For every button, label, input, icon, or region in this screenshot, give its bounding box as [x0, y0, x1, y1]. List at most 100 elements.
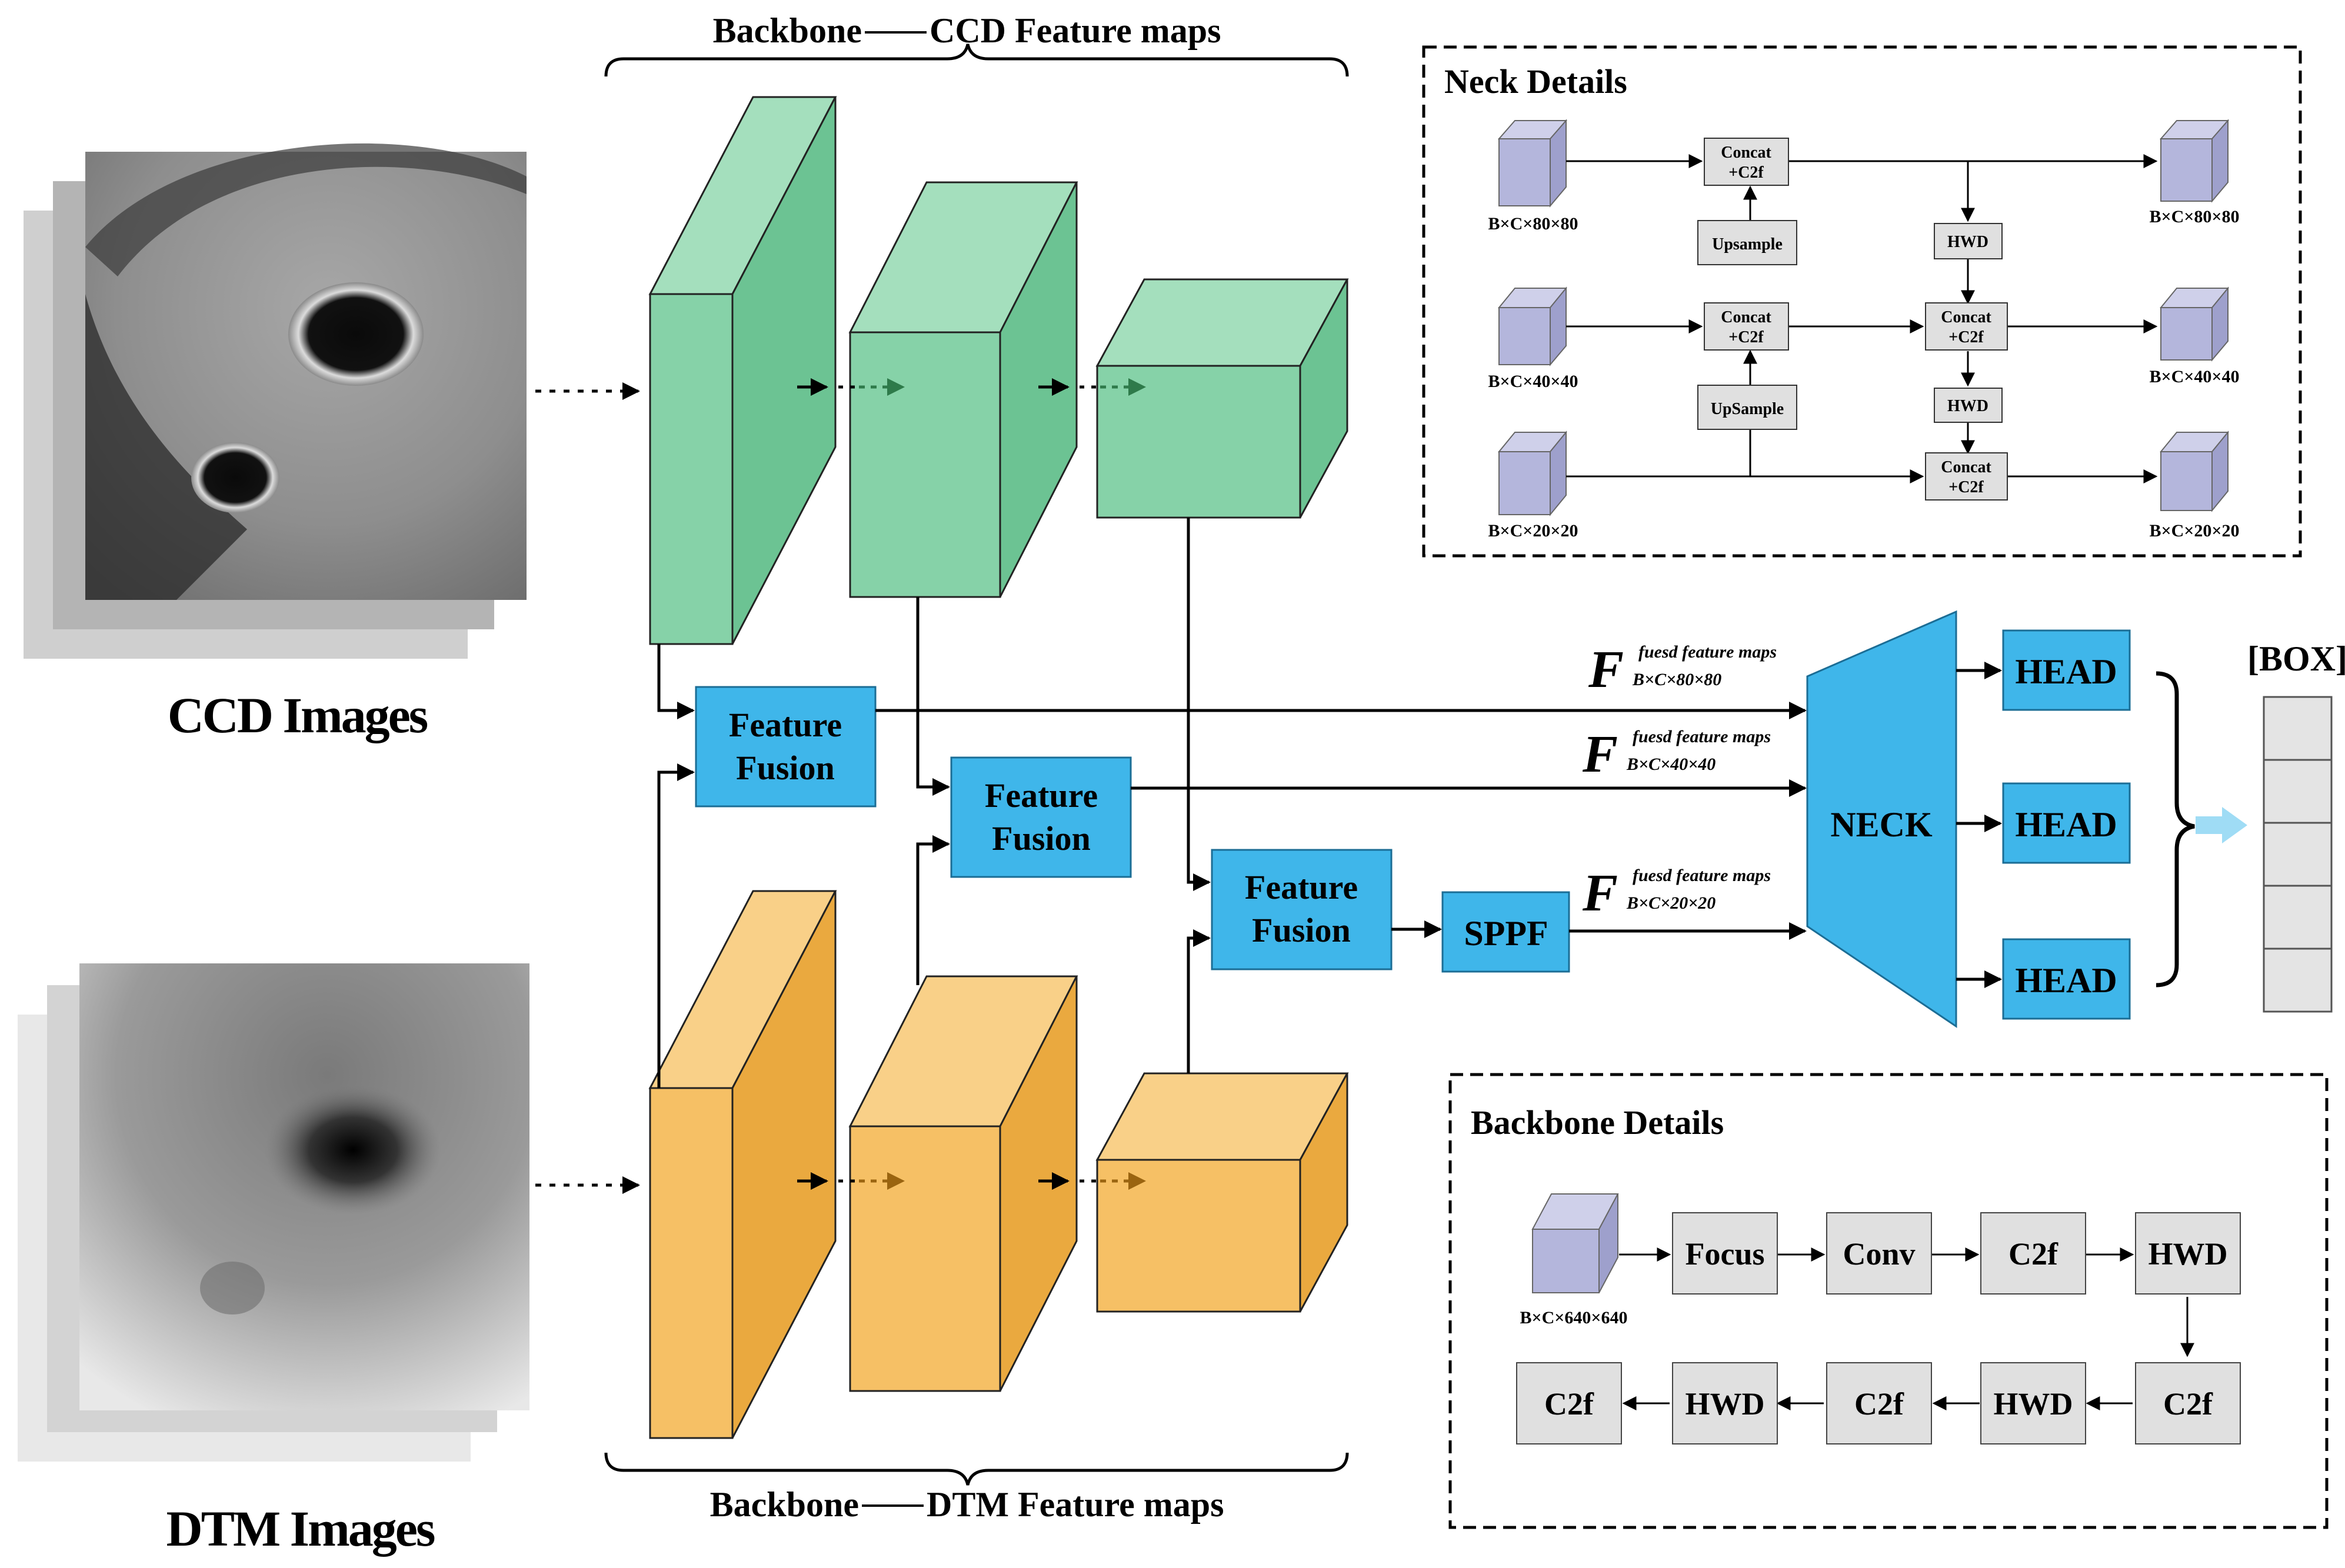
svg-text:Upsample: Upsample [1712, 235, 1783, 253]
svg-text:HWD: HWD [1947, 233, 1988, 251]
svg-text:B×C×20×20: B×C×20×20 [1488, 521, 1578, 541]
backbone-details-panel: Backbone Details B×C×640×640 Focus Conv [1448, 1073, 2329, 1529]
svg-text:B×C×80×80: B×C×80×80 [2150, 207, 2240, 226]
neck-concat-bottom: Concat +C2f [1925, 452, 2008, 501]
backbone-details-title: Backbone Details [1471, 1103, 1724, 1142]
dtm-images-label: DTM Images [166, 1500, 435, 1557]
svg-text:F: F [1582, 725, 1618, 783]
svg-text:Fusion: Fusion [1252, 911, 1351, 949]
svg-text:Feature: Feature [1245, 868, 1358, 906]
svg-text:CCD Feature maps: CCD Feature maps [930, 11, 1221, 50]
neck-cube-out-20 [2159, 431, 2230, 512]
svg-text:Feature: Feature [729, 706, 842, 744]
ccd-feature-map-1 [648, 96, 837, 645]
head-1: HEAD [2002, 629, 2131, 711]
fused-label-40: F fuesd feature maps B×C×40×40 [1582, 725, 1771, 783]
input-arrows [535, 382, 640, 1194]
head-merge-brace [2156, 671, 2195, 987]
svg-text:B×C×40×40: B×C×40×40 [2150, 367, 2240, 386]
backbone-input-cube [1531, 1193, 1619, 1293]
svg-text:F: F [1582, 864, 1618, 922]
neck-hwd-top: HWD [1934, 223, 2003, 259]
svg-text:B×C×40×40: B×C×40×40 [1626, 755, 1716, 774]
neck-concat-mid-left: Concat +C2f [1704, 302, 1789, 351]
neck-upsample-top: Upsample [1697, 220, 1797, 265]
svg-text:Fusion: Fusion [736, 749, 835, 787]
svg-text:Backbone: Backbone [710, 1485, 859, 1524]
svg-text:Fusion: Fusion [992, 819, 1091, 858]
neck-cube-in-40 [1497, 286, 1568, 366]
feature-fusion-3: Feature Fusion [1211, 849, 1393, 970]
ccd-crater-small [191, 442, 279, 513]
svg-text:C2f: C2f [1854, 1386, 1904, 1422]
dtm-backbone-title: Backbone DTM Feature maps [604, 1452, 1349, 1524]
backbone-conv-box [1826, 1212, 1932, 1295]
output-box-stack [2263, 696, 2333, 1013]
svg-text:B×C×80×80: B×C×80×80 [1632, 670, 1721, 689]
backbone-c2f-box-5 [1516, 1362, 1622, 1444]
dtm-image-stack [18, 963, 529, 1462]
neck-concat-top: Concat +C2f [1704, 138, 1789, 186]
fused-arrows [875, 702, 1807, 940]
backbone-c2f-box-4 [1826, 1362, 1932, 1444]
svg-text:F: F [1588, 640, 1624, 699]
backbone-hwd-box-3 [1980, 1362, 2086, 1444]
dtm-small-mound [200, 1262, 265, 1315]
svg-text:HEAD: HEAD [2015, 652, 2117, 691]
neck-details-panel: Neck Details B×C×80×80 B×C×40×40 B×C×20×… [1422, 45, 2302, 558]
ccd-crater-large [288, 282, 424, 386]
dtm-feature-map-3 [1095, 1072, 1349, 1313]
output-arrow [2196, 807, 2247, 843]
dtm-feature-blocks [648, 890, 1349, 1439]
svg-text:Concat: Concat [1721, 308, 1771, 326]
fusion-connectors [657, 518, 1211, 1088]
backbone-row1 [1672, 1212, 2241, 1295]
ccd-feature-blocks [648, 96, 1349, 645]
backbone-c2f-box-1 [1980, 1212, 2086, 1295]
svg-text:Concat: Concat [1721, 144, 1771, 162]
backbone-row2 [1516, 1362, 2241, 1444]
neck-hwd-bottom: HWD [1934, 388, 2003, 423]
dtm-brace [604, 1452, 1349, 1486]
svg-text:B×C×40×40: B×C×40×40 [1488, 372, 1578, 391]
svg-text:fuesd feature maps: fuesd feature maps [1633, 727, 1771, 746]
neck-upsample-bottom: UpSample [1697, 385, 1797, 430]
neck-details-connectors [1566, 154, 2158, 483]
svg-text:B×C×80×80: B×C×80×80 [1488, 214, 1578, 233]
svg-text:fuesd feature maps: fuesd feature maps [1633, 866, 1771, 885]
backbone-hwd-box-1 [2135, 1212, 2241, 1295]
neck-to-head-arrows [1956, 662, 2002, 988]
svg-text:HWD: HWD [1686, 1386, 1765, 1422]
ccd-dark-terrain [85, 294, 247, 600]
svg-text:Focus: Focus [1686, 1236, 1765, 1272]
dtm-feature-map-2 [848, 975, 1078, 1392]
svg-text:HEAD: HEAD [2015, 961, 2117, 1000]
svg-text:Backbone: Backbone [713, 11, 862, 50]
fused-label-20: F fuesd feature maps B×C×20×20 [1582, 864, 1771, 922]
ccd-brace [604, 44, 1349, 77]
svg-text:C2f: C2f [2008, 1236, 2058, 1272]
fused-label-80: F fuesd feature maps B×C×80×80 [1588, 640, 1777, 699]
svg-text:B×C×20×20: B×C×20×20 [1626, 893, 1716, 913]
svg-text:C2f: C2f [2163, 1386, 2213, 1422]
svg-text:B×C×20×20: B×C×20×20 [2150, 521, 2240, 541]
svg-text:HWD: HWD [1947, 397, 1988, 415]
backbone-hwd-box-4 [1672, 1362, 1778, 1444]
svg-text:+C2f: +C2f [1728, 328, 1764, 346]
head-3: HEAD [2002, 938, 2131, 1020]
ccd-image-stack [24, 143, 527, 659]
ccd-feature-map-2 [848, 181, 1078, 598]
feature-fusion-2: Feature Fusion [950, 756, 1132, 878]
svg-text:DTM Feature maps: DTM Feature maps [927, 1485, 1224, 1524]
ccd-feature-map-3 [1095, 278, 1349, 519]
neck-cube-in-80 [1497, 119, 1568, 208]
svg-text:HWD: HWD [2149, 1236, 2228, 1272]
svg-text:C2f: C2f [1544, 1386, 1594, 1422]
svg-text:+C2f: +C2f [1948, 478, 1984, 496]
svg-text:SPPF: SPPF [1464, 914, 1548, 953]
svg-text:Feature: Feature [985, 776, 1098, 815]
head-2: HEAD [2002, 782, 2131, 864]
output-box-label: [BOX] [2247, 639, 2345, 678]
svg-text:fuesd feature maps: fuesd feature maps [1638, 642, 1777, 662]
